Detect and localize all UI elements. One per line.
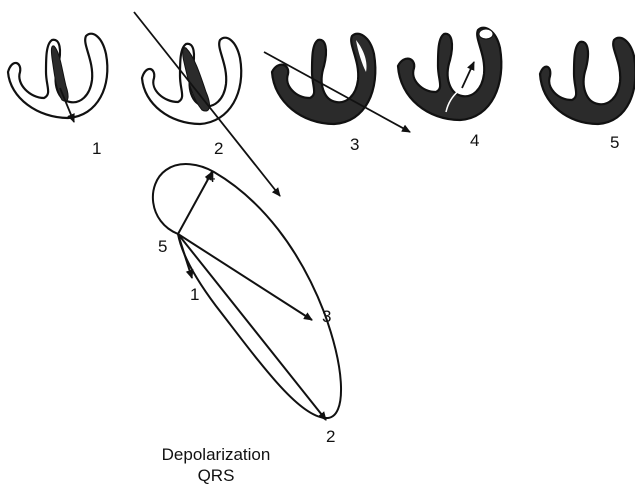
heart-3-label: 3: [350, 135, 359, 154]
loop-point-4-label: 4: [206, 167, 215, 186]
qrs-loop: 1 2 3 4 5: [153, 164, 341, 446]
heart-5-label: 5: [610, 133, 619, 152]
qrs-vector-2: [178, 234, 326, 420]
heart-2-label: 2: [214, 139, 223, 158]
loop-point-5-label: 5: [158, 237, 167, 256]
qrs-vector-3: [178, 234, 312, 320]
loop-point-3-label: 3: [322, 307, 331, 326]
heart-4-vector-arrow: [462, 62, 474, 88]
caption-depolarization: Depolarization: [146, 445, 286, 465]
loop-point-1-label: 1: [190, 285, 199, 304]
heart-5: 5: [540, 38, 635, 152]
caption-qrs: QRS: [146, 466, 286, 486]
heart-1-label: 1: [92, 139, 101, 158]
heart-3: 3: [264, 34, 410, 154]
heart-4: 4: [398, 28, 501, 150]
heart-1: 1: [8, 34, 107, 158]
heart-4-label: 4: [470, 131, 479, 150]
loop-point-2-label: 2: [326, 427, 335, 446]
qrs-loop-outline: [153, 164, 341, 418]
